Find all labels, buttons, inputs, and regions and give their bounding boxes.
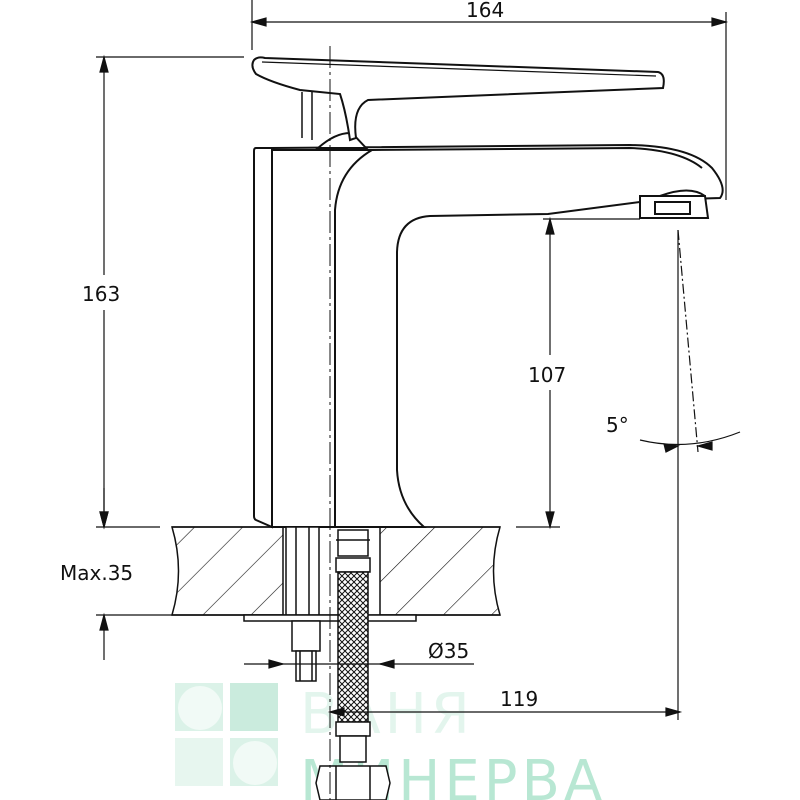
- dim-hole-diameter: Ø35: [428, 639, 469, 663]
- faucet-body: [251, 56, 724, 529]
- dim-total-width: 164: [466, 0, 504, 22]
- watermark-line1: ВАНЯ: [300, 682, 474, 747]
- dim-spout-reach: 119: [500, 687, 538, 711]
- dim-spout-height: 107: [528, 363, 566, 387]
- countertop-section: [170, 526, 502, 616]
- dim-total-height: 163: [82, 282, 120, 306]
- watermark: ВАНЯ МИНЕРВА: [175, 682, 602, 800]
- dimension-lines: [96, 0, 741, 720]
- dim-max-deck: Max.35: [60, 561, 133, 585]
- flexible-hose: [315, 529, 391, 800]
- dim-angle: 5°: [606, 413, 629, 437]
